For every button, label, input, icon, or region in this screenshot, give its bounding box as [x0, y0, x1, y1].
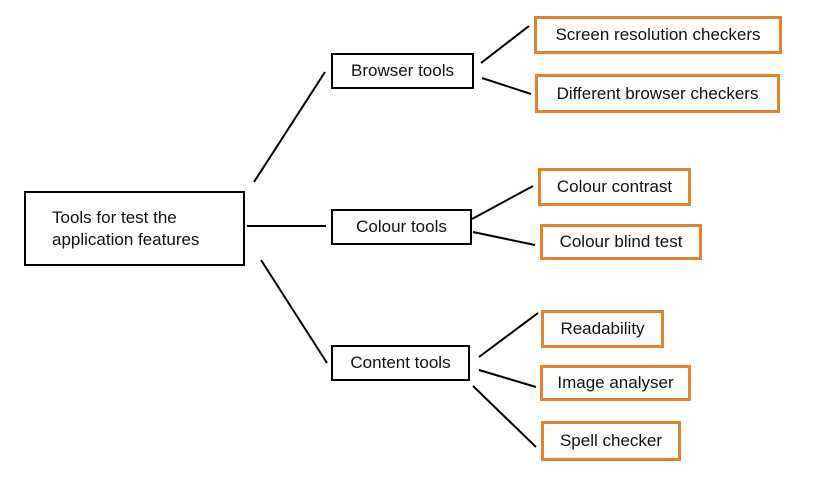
connector-colour-contrast: [471, 185, 534, 220]
connector-content-image: [478, 369, 537, 388]
root-node-line-2: application features: [52, 229, 200, 249]
connector-content-spell: [472, 385, 537, 448]
root-node: Tools for test the application features: [24, 191, 245, 266]
root-node-line-1: Tools for test the: [52, 207, 177, 227]
leaf-node-screen-resolution-checkers: Screen resolution checkers: [534, 16, 782, 54]
group-node-content-tools: Content tools: [331, 345, 470, 381]
connector-content-read: [478, 312, 539, 358]
connector-browser-diff: [481, 77, 532, 95]
leaf-node-different-browser-checkers: Different browser checkers: [535, 74, 780, 113]
group-node-colour-tools: Colour tools: [331, 209, 472, 245]
leaf-node-image-analyser: Image analyser: [540, 365, 691, 401]
connector-root-browser: [253, 71, 326, 183]
group-node-browser-tools: Browser tools: [331, 53, 474, 89]
leaf-node-colour-contrast: Colour contrast: [538, 168, 691, 206]
leaf-node-colour-blind-test: Colour blind test: [540, 224, 702, 260]
leaf-node-spell-checker: Spell checker: [541, 421, 681, 461]
connector-browser-screen: [480, 25, 530, 64]
root-node-text: Tools for test the application features: [52, 207, 199, 251]
connector-colour-blind: [472, 231, 536, 246]
leaf-node-readability: Readability: [541, 310, 664, 348]
connector-root-content: [260, 259, 328, 364]
